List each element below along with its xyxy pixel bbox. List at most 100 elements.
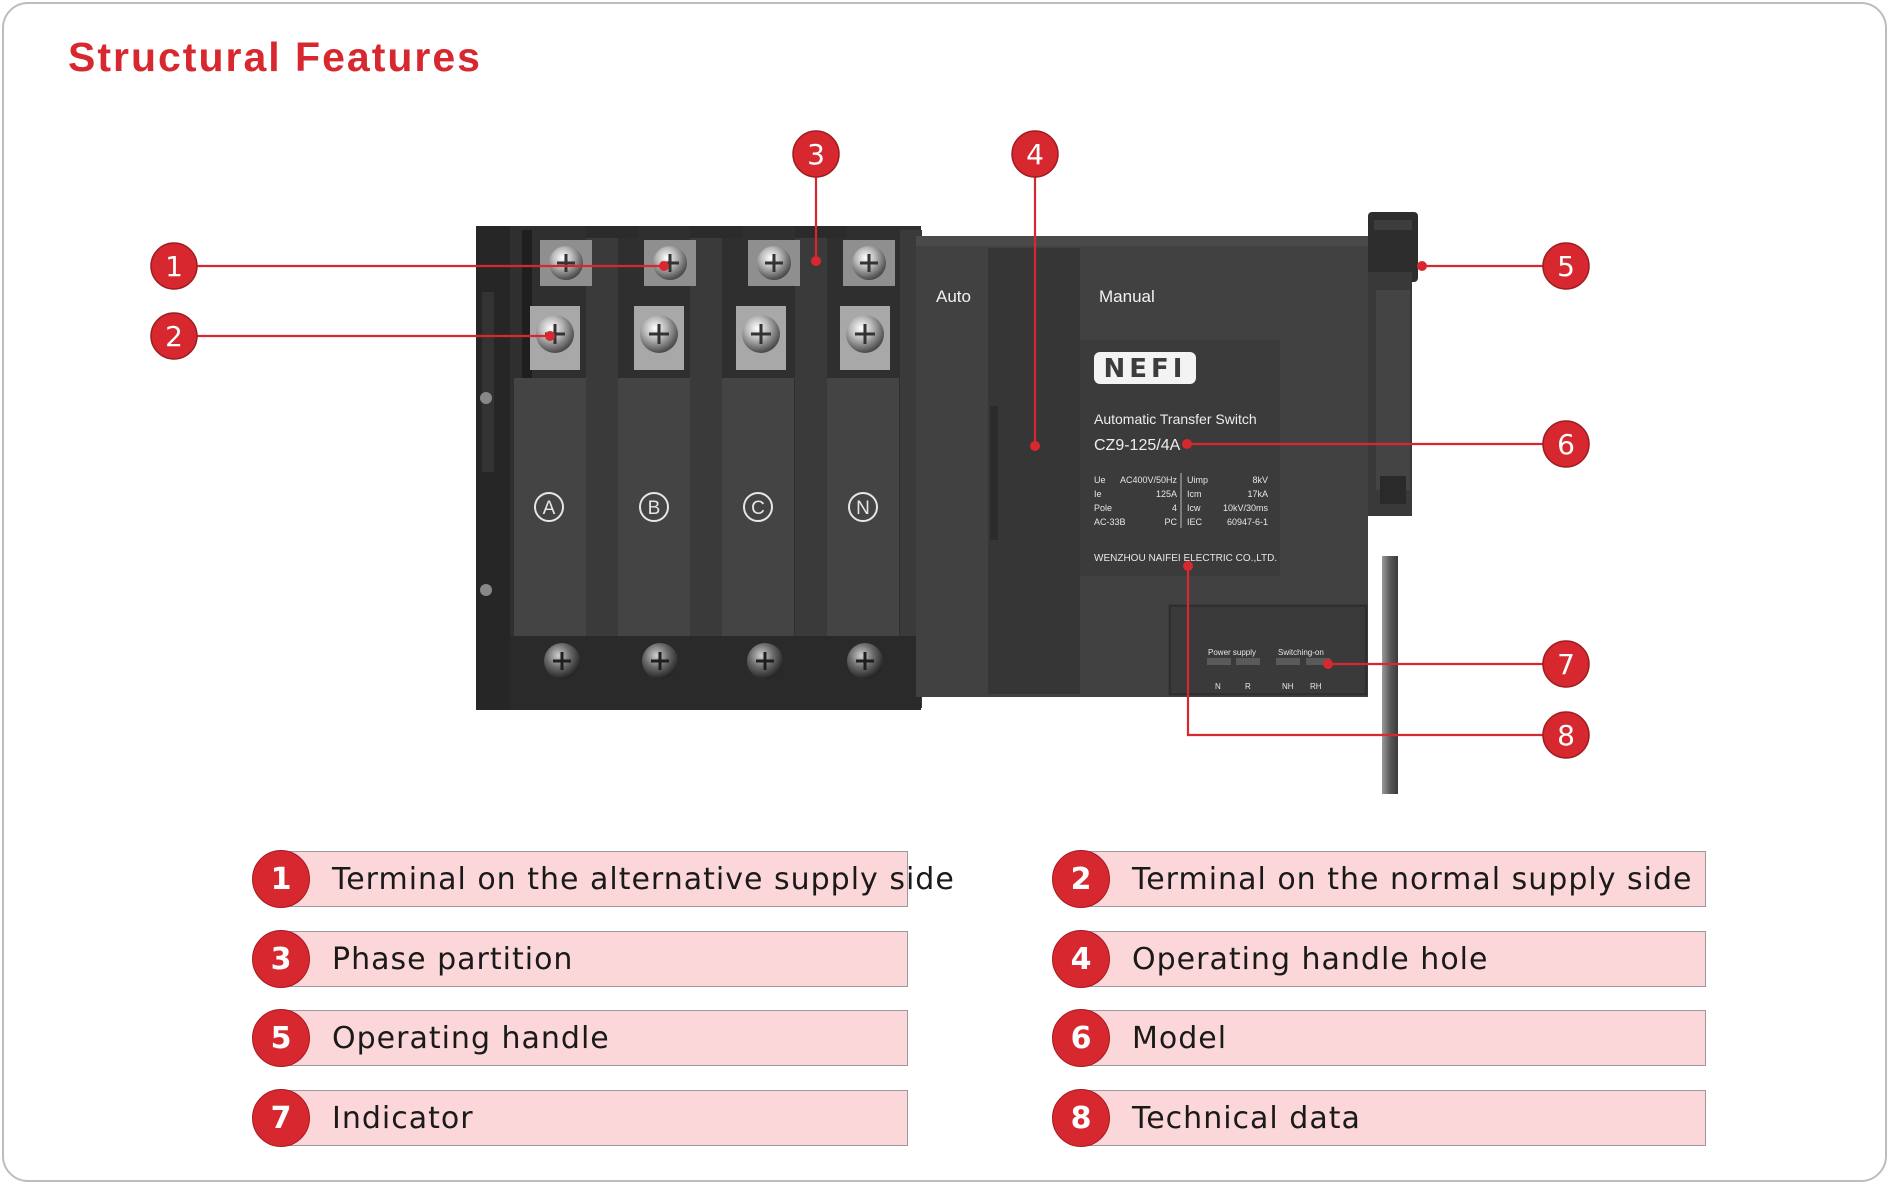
handle-rod (1382, 556, 1398, 794)
callout-badge-8 (1542, 711, 1590, 759)
phase-a-label: A (543, 498, 556, 519)
model-number: CZ9-125/4A (1094, 437, 1181, 454)
indicator-panel (1168, 604, 1368, 696)
svg-text:Icw: Icw (1187, 503, 1201, 513)
callout-badge-3 (792, 130, 840, 178)
callout-lines (174, 154, 1566, 737)
phase-b-marker (639, 492, 669, 522)
svg-text:10kV/30ms: 10kV/30ms (1223, 503, 1269, 513)
svg-text:60947-6-1: 60947-6-1 (1227, 517, 1268, 527)
callout-number-6: 6 (1557, 428, 1575, 461)
product-name: Automatic Transfer Switch (1094, 411, 1257, 427)
callout-dots (545, 256, 1427, 669)
legend-item-5: 5 Operating handle (252, 1009, 908, 1068)
callout-badge-1 (150, 242, 198, 290)
phase-c-label: C (751, 498, 765, 519)
phase-b-label: B (648, 498, 661, 519)
svg-text:Ue: Ue (1094, 475, 1106, 485)
indicator-light-r (1236, 658, 1260, 665)
svg-text:Pole: Pole (1094, 503, 1112, 513)
indicator-lights (1207, 658, 1330, 665)
callout-badges: 1 2 3 4 5 6 7 8 (150, 130, 1590, 759)
svg-text:8kV: 8kV (1252, 475, 1268, 485)
callout-number-1: 1 (165, 250, 183, 283)
svg-text:Ie: Ie (1094, 489, 1102, 499)
legend-label: Operating handle hole (1132, 942, 1489, 977)
legend-item-4: 4 Operating handle hole (1052, 930, 1706, 989)
callout-badge-7 (1542, 640, 1590, 688)
page-title: Structural Features (68, 34, 482, 80)
legend-label: Technical data (1132, 1101, 1361, 1136)
legend-badge: 7 (252, 1089, 310, 1147)
switching-on-label: Switching-on (1278, 648, 1324, 657)
brand-logo-text: NEFI (1104, 354, 1187, 384)
legend-label: Phase partition (332, 942, 574, 977)
callout-badge-4 (1011, 130, 1059, 178)
svg-text:4: 4 (1172, 503, 1177, 513)
callout-number-2: 2 (165, 320, 183, 353)
legend-item-7: 7 Indicator (252, 1089, 908, 1148)
callout-badge-6 (1542, 420, 1590, 468)
operating-handle (1368, 212, 1418, 794)
svg-text:NH: NH (1282, 682, 1294, 691)
svg-text:17kA: 17kA (1247, 489, 1268, 499)
svg-text:Uimp: Uimp (1187, 475, 1208, 485)
indicator-light-rh (1306, 658, 1330, 665)
callout-badge-5 (1542, 242, 1590, 290)
phase-partition (690, 230, 722, 708)
legend-item-8: 8 Technical data (1052, 1089, 1706, 1148)
callout-number-4: 4 (1026, 138, 1044, 171)
normal-supply-terminals (530, 306, 890, 370)
legend-badge: 6 (1052, 1009, 1110, 1067)
svg-text:AC400V/50Hz: AC400V/50Hz (1120, 475, 1178, 485)
legend-label: Operating handle (332, 1021, 610, 1056)
phase-partition (795, 230, 827, 708)
callout-number-7: 7 (1557, 648, 1575, 681)
power-supply-label: Power supply (1208, 648, 1256, 657)
load-terminals (544, 643, 883, 679)
spec-table: Ue AC400V/50Hz Uimp 8kV Ie 125A Icm 17kA… (1094, 473, 1277, 564)
manual-mode-label: Manual (1099, 287, 1155, 306)
legend-label: Terminal on the normal supply side (1132, 862, 1693, 897)
legend-badge: 1 (252, 850, 310, 908)
brand-logo-badge (1094, 352, 1196, 384)
callout-number-3: 3 (807, 138, 825, 171)
legend-badge: 4 (1052, 930, 1110, 988)
svg-text:Icm: Icm (1187, 489, 1202, 499)
manufacturer-text: WENZHOU NAIFEI ELECTRIC CO.,LTD. (1094, 553, 1277, 564)
svg-text:RH: RH (1310, 682, 1322, 691)
indicator-light-n (1207, 658, 1231, 665)
svg-text:AC-33B: AC-33B (1094, 517, 1126, 527)
side-rivet-icon (480, 584, 492, 596)
callout-number-8: 8 (1557, 719, 1575, 752)
legend-badge: 8 (1052, 1089, 1110, 1147)
svg-text:PC: PC (1164, 517, 1177, 527)
phase-a-marker (534, 492, 564, 522)
legend-item-2: 2 Terminal on the normal supply side (1052, 850, 1706, 909)
svg-text:N: N (1215, 682, 1221, 691)
svg-text:IEC: IEC (1187, 517, 1203, 527)
callout-number-5: 5 (1557, 250, 1575, 283)
svg-text:125A: 125A (1156, 489, 1177, 499)
svg-text:R: R (1245, 682, 1251, 691)
legend-badge: 2 (1052, 850, 1110, 908)
callout-badge-2 (150, 312, 198, 360)
legend-item-1: 1 Terminal on the alternative supply sid… (252, 850, 954, 909)
legend-label: Indicator (332, 1101, 474, 1136)
legend-badge: 3 (252, 930, 310, 988)
phase-n-label: N (856, 498, 870, 519)
legend-item-6: 6 Model (1052, 1009, 1706, 1068)
auto-mode-label: Auto (936, 287, 971, 306)
legend-label: Terminal on the alternative supply side (332, 862, 955, 897)
legend-item-3: 3 Phase partition (252, 930, 908, 989)
phase-c-marker (743, 492, 773, 522)
breaker-body (476, 226, 922, 710)
legend-badge: 5 (252, 1009, 310, 1067)
indicator-light-nh (1276, 658, 1300, 665)
side-rivet-icon (480, 392, 492, 404)
phase-n-marker (848, 492, 878, 522)
top-terminals (540, 240, 895, 286)
phase-partition (586, 230, 618, 708)
legend-label: Model (1132, 1021, 1228, 1056)
